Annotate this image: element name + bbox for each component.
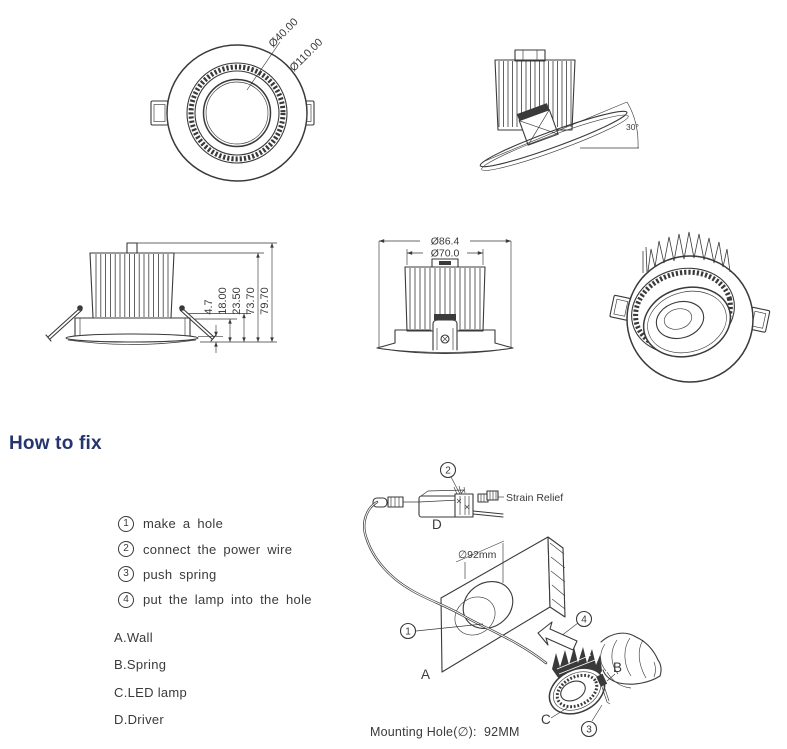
spring-clips <box>45 305 217 342</box>
tilted-view-drawing: 30° <box>479 49 639 171</box>
dim-outer-label: Ø110.00 <box>288 36 326 74</box>
power-wire <box>363 500 548 665</box>
angle-dimension: 30° <box>484 101 639 162</box>
how-to-fix-heading: How to fix <box>9 433 102 454</box>
driver-assembly: Strain Relief D <box>372 485 563 532</box>
mounting-hole <box>462 581 514 629</box>
perspective-view-drawing <box>609 231 771 383</box>
callout-step4: 4 <box>537 610 593 651</box>
heat-sink <box>494 49 576 131</box>
step-row-4: 4 put the lamp into the hole <box>118 587 312 612</box>
part-label-wall: A.Wall <box>114 630 153 645</box>
callout-step3: 3 <box>580 704 603 738</box>
dim-lens-label: Ø40.00 <box>267 16 301 50</box>
driver-box <box>418 495 460 518</box>
step-text: push spring <box>143 566 217 582</box>
dim-lip-label: 4.7 <box>203 299 215 314</box>
side-view-dimensions: 4.7 18.00 23.50 73.70 79.70 <box>137 242 277 353</box>
step-row-1: 1 make a hole <box>118 511 312 536</box>
rear-view-dimensions: Ø86.4 Ø70.0 <box>378 236 512 347</box>
parts-legend: A.Wall B.Spring C.LED lamp D.Driver <box>114 630 187 740</box>
instruction-steps: 1 make a hole 2 connect the power wire 3… <box>118 511 312 613</box>
dim-recess-label: 18.00 <box>217 287 229 315</box>
part-label-spring: B.Spring <box>114 657 167 673</box>
step-text: put the lamp into the hole <box>143 592 312 608</box>
top-view-drawing: Ø40.00 Ø110.00 <box>150 16 326 182</box>
svg-text:3: 3 <box>586 725 592 736</box>
side-view-drawing: 4.7 18.00 23.50 73.70 79.70 <box>45 242 277 353</box>
insert-arrow-icon <box>537 621 578 651</box>
dim-total-label: 79.70 <box>259 287 271 315</box>
dim-outer-label: Ø86.4 <box>431 236 460 248</box>
step-row-3: 3 push spring <box>118 562 312 587</box>
step-row-2: 2 connect the power wire <box>118 536 312 561</box>
installation-diagram: ∅92mm Strain Relief D <box>363 461 662 738</box>
wall-letter: A <box>421 667 430 682</box>
trim-ring <box>376 329 514 355</box>
hand <box>600 632 662 689</box>
svg-text:B: B <box>613 660 622 675</box>
tilted-trim-ring <box>479 103 629 171</box>
dim-trim-label: 23.50 <box>231 287 243 315</box>
dim-body-label: 73.70 <box>245 287 257 315</box>
part-label-led-lamp: C.LED lamp <box>114 684 188 700</box>
lamp-rear-body <box>404 258 486 351</box>
step-number-circle: 1 <box>118 515 134 532</box>
spring-clip <box>596 673 608 687</box>
svg-text:C: C <box>541 712 551 727</box>
svg-text:1: 1 <box>405 627 411 638</box>
svg-text:2: 2 <box>445 466 451 477</box>
terminal-block <box>454 493 474 518</box>
angle-label: 30° <box>626 122 639 132</box>
step-number-circle: 4 <box>118 591 134 608</box>
step-text: connect the power wire <box>143 541 293 557</box>
wall <box>440 536 566 673</box>
lamp-body <box>65 242 199 345</box>
led-lamp <box>548 647 611 715</box>
step-number-circle: 2 <box>118 541 134 558</box>
part-label-driver: D.Driver <box>114 712 165 728</box>
mounting-hole-note: Mounting Hole(∅): 92MM <box>370 725 520 739</box>
rear-view-drawing: Ø86.4 Ø70.0 <box>376 236 514 355</box>
callout-spring: B <box>606 660 622 682</box>
callout-led-lamp: C <box>541 707 568 727</box>
lamp-face <box>166 44 308 182</box>
strain-relief-part <box>477 490 499 503</box>
hole-dimension: ∅92mm <box>455 540 505 583</box>
strain-relief-label: Strain Relief <box>506 492 563 504</box>
svg-text:4: 4 <box>581 615 587 626</box>
plug-connector <box>372 497 388 508</box>
step-number-circle: 3 <box>118 566 134 583</box>
gimbal-lens <box>631 267 735 358</box>
heat-sink-fins <box>642 231 731 273</box>
driver-letter: D <box>432 517 442 532</box>
step-text: make a hole <box>143 516 224 532</box>
dim-inner-label: Ø70.0 <box>431 248 460 260</box>
callout-step1: 1 <box>399 622 484 640</box>
callout-step2: 2 <box>439 461 461 495</box>
hole-dim-label: ∅92mm <box>458 549 497 561</box>
